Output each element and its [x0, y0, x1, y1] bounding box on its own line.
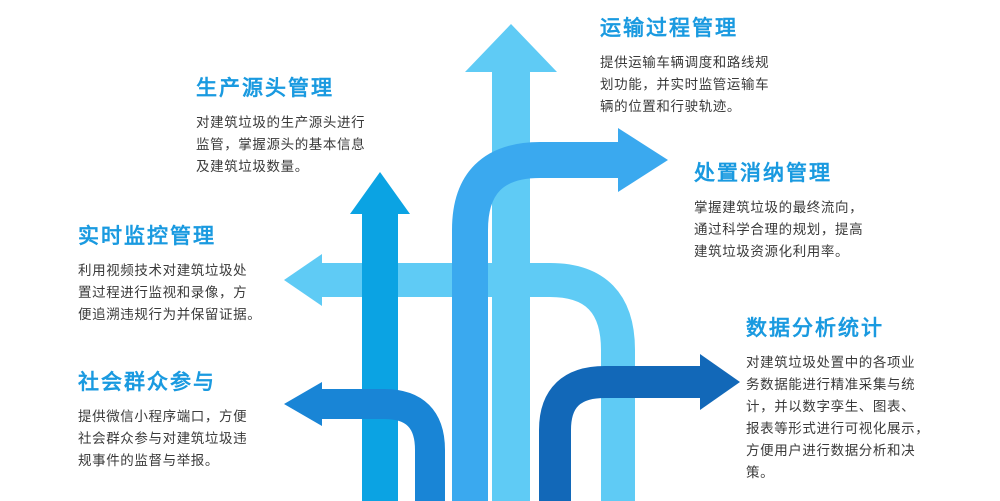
desc-disposal: 掌握建筑垃圾的最终流向， 通过科学合理的规划，提高 建筑垃圾资源化利用率。 [694, 200, 864, 260]
arrow-right-disposal [452, 128, 668, 501]
title-public-participation: 社会群众参与 [78, 370, 216, 394]
desc-transport-process: 提供运输车辆调度和路线规 划功能，并实时监管运输车 辆的位置和行驶轨迹。 [600, 55, 770, 115]
title-realtime-monitoring: 实时监控管理 [78, 224, 216, 248]
title-transport-process: 运输过程管理 [600, 16, 738, 40]
title-data-analysis: 数据分析统计 [746, 316, 884, 340]
arrow-left-public [284, 382, 445, 501]
arrow-left-realtime [284, 254, 635, 501]
arrow-up-production [350, 172, 410, 501]
title-disposal: 处置消纳管理 [694, 161, 832, 185]
title-production-source: 生产源头管理 [196, 76, 334, 100]
block-transport-process: 运输过程管理 提供运输车辆调度和路线规 划功能，并实时监管运输车 辆的位置和行驶… [600, 14, 810, 118]
desc-production-source: 对建筑垃圾的生产源头进行 监管，掌握源头的基本信息 及建筑垃圾数量。 [196, 115, 366, 175]
block-data-analysis: 数据分析统计 对建筑垃圾处置中的各项业 务数据能进行精准采集与统 计，并以数字孪… [746, 314, 968, 484]
arrow-right-analysis [539, 354, 740, 501]
desc-realtime-monitoring: 利用视频技术对建筑垃圾处 置过程进行监视和录像，方 便追溯违规行为并保留证据。 [78, 263, 262, 323]
block-public-participation: 社会群众参与 提供微信小程序端口，方便 社会群众参与对建筑垃圾违 规事件的监督与… [78, 368, 303, 472]
desc-public-participation: 提供微信小程序端口，方便 社会群众参与对建筑垃圾违 规事件的监督与举报。 [78, 409, 248, 469]
desc-data-analysis: 对建筑垃圾处置中的各项业 务数据能进行精准采集与统 计，并以数字孪生、图表、 报… [746, 355, 930, 481]
block-realtime-monitoring: 实时监控管理 利用视频技术对建筑垃圾处 置过程进行监视和录像，方 便追溯违规行为… [78, 222, 300, 326]
block-disposal: 处置消纳管理 掌握建筑垃圾的最终流向， 通过科学合理的规划，提高 建筑垃圾资源化… [694, 159, 899, 263]
block-production-source: 生产源头管理 对建筑垃圾的生产源头进行 监管，掌握源头的基本信息 及建筑垃圾数量… [196, 74, 401, 178]
